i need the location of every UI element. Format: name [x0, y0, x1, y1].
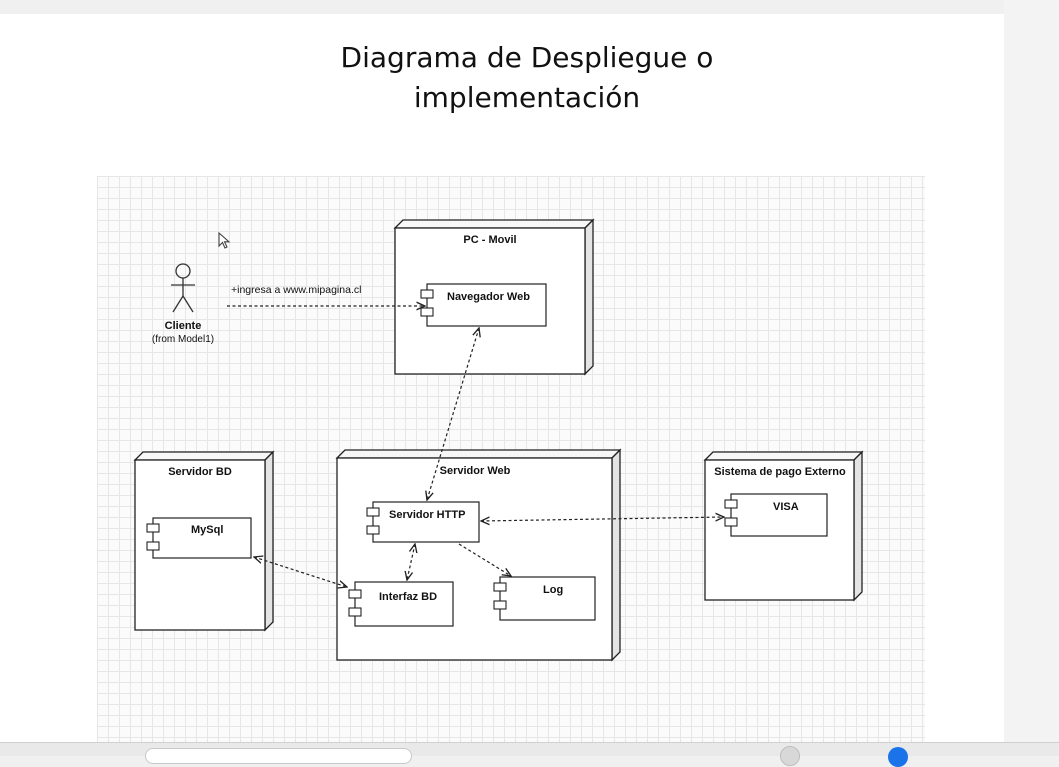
diagram-canvas: Cliente (from Model1) PC - Movil Servido…	[133, 218, 864, 662]
component-mysql: MySql	[146, 517, 252, 559]
toolbar-button[interactable]	[780, 746, 800, 766]
component-servidor-http: Servidor HTTP	[366, 501, 480, 543]
node-label: Servidor BD	[168, 466, 232, 478]
deployment-diagram: Cliente (from Model1) PC - Movil Servido…	[97, 176, 925, 742]
uml-component-icon	[366, 507, 380, 535]
uml-component-icon	[146, 523, 160, 551]
link-http-log	[458, 543, 511, 576]
node-servidor-web: Servidor Web	[335, 448, 622, 662]
component-label: Navegador Web	[447, 291, 530, 303]
title-line-2: implementación	[413, 81, 641, 114]
actor-from: (from Model1)	[152, 334, 214, 345]
component-visa: VISA	[724, 493, 828, 537]
uml-component-icon	[420, 289, 434, 317]
link-http-visa	[481, 517, 724, 521]
actor-name: Cliente	[165, 320, 202, 332]
component-label: MySql	[191, 524, 223, 536]
right-strip	[1004, 0, 1059, 742]
node-label: PC - Movil	[463, 234, 516, 246]
slide-title: Diagrama de Despliegue o implementación	[0, 38, 1054, 118]
component-label: VISA	[773, 501, 799, 513]
uml-component-icon	[348, 589, 362, 617]
stick-figure-icon	[171, 263, 195, 313]
component-navegador-web: Navegador Web	[420, 283, 547, 327]
node-label: Sistema de pago Externo	[714, 466, 846, 478]
node-label: Servidor Web	[440, 465, 511, 477]
actor-cliente: Cliente (from Model1)	[152, 263, 214, 345]
title-line-1: Diagrama de Despliegue o	[340, 41, 714, 74]
component-label: Interfaz BD	[379, 591, 437, 603]
link-http-interfaz	[407, 544, 415, 580]
link-label-ingresa: +ingresa a www.mipagina.cl	[231, 284, 361, 296]
component-label: Log	[543, 584, 563, 596]
uml-component-icon	[493, 582, 507, 610]
status-indicator[interactable]	[888, 747, 908, 767]
mouse-pointer-icon	[218, 232, 231, 249]
link-navegador-http	[427, 328, 479, 500]
search-input[interactable]	[145, 748, 412, 764]
component-log: Log	[493, 576, 596, 621]
component-label: Servidor HTTP	[389, 509, 465, 521]
component-interfaz-bd: Interfaz BD	[348, 581, 454, 627]
